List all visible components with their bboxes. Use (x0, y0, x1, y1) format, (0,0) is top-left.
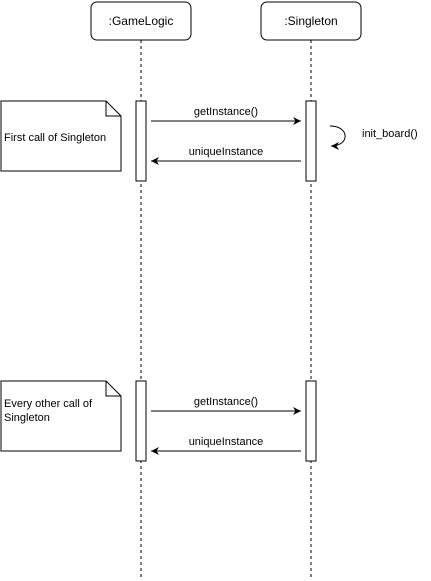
message-uniqueinstance-1-label: uniqueInstance (189, 146, 264, 158)
note-first-call-line-1: First call of Singleton (4, 132, 106, 144)
activation-singleton-2 (305, 380, 317, 462)
participant-gamelogic-label: :GameLogic (109, 14, 174, 28)
participant-singleton-label: :Singleton (284, 14, 337, 28)
note-every-other-call: Every other call of Singleton (0, 380, 122, 452)
message-getinstance-1-label: getInstance() (194, 106, 258, 118)
message-getinstance-2-label: getInstance() (194, 396, 258, 408)
message-uniqueinstance-2-label: uniqueInstance (189, 436, 264, 448)
self-message-init-board (329, 125, 346, 150)
participant-singleton[interactable]: :Singleton (260, 1, 362, 41)
activation-gamelogic-2 (135, 380, 147, 462)
self-message-init-board-label: init_board() (362, 128, 418, 140)
activation-gamelogic-1 (135, 100, 147, 182)
note-every-other-call-line-1: Every other call of (4, 398, 93, 410)
note-first-call: First call of Singleton (0, 100, 122, 172)
note-every-other-call-line-2: Singleton (4, 412, 50, 424)
activation-singleton-1 (305, 100, 317, 182)
participant-gamelogic[interactable]: :GameLogic (90, 1, 192, 41)
